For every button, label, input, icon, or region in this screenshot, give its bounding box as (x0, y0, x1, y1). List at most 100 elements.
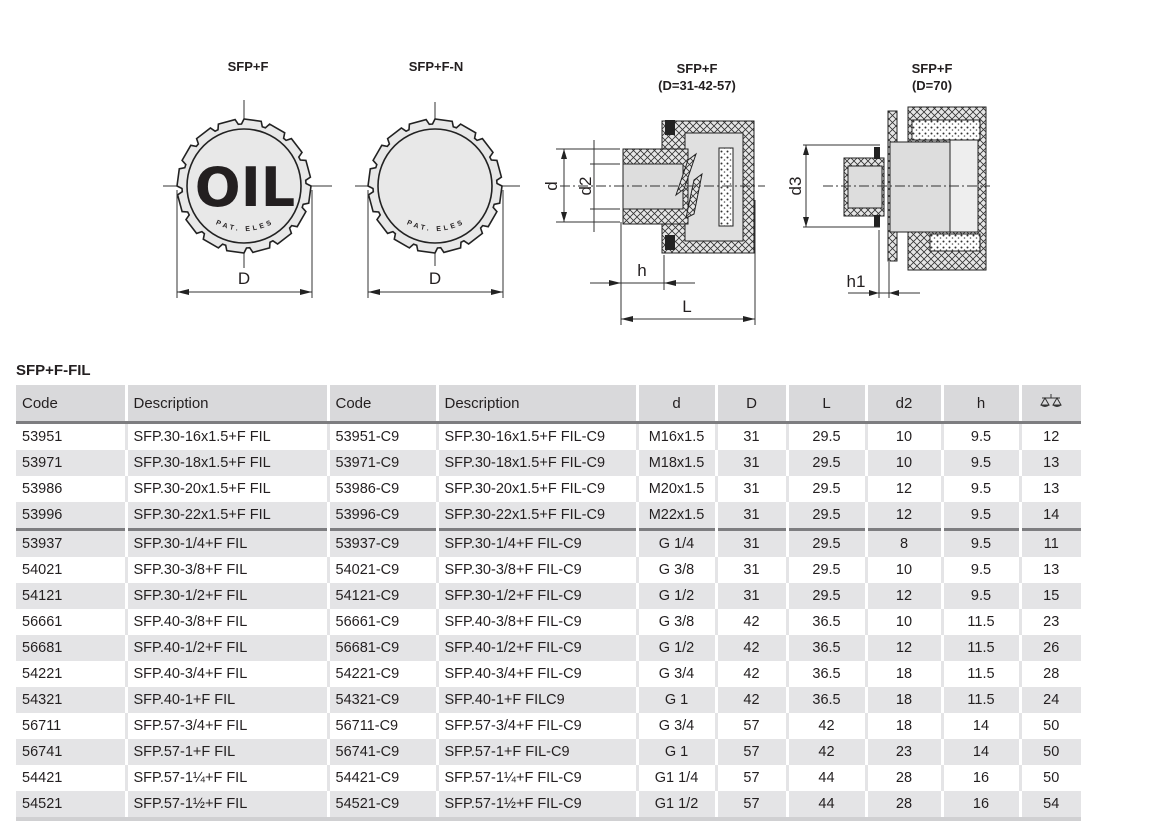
knob-face (377, 128, 493, 244)
table-cell: G 1/2 (637, 583, 718, 609)
table-cell: 31 (716, 557, 789, 583)
table-cell: 56711 (16, 713, 128, 739)
table-cell: 13 (1020, 557, 1081, 583)
table-cell: 10 (866, 450, 944, 476)
table-cell: 54 (1020, 791, 1081, 821)
table-cell: M20x1.5 (637, 476, 718, 502)
column-header: d2 (866, 385, 944, 424)
table-cell: 9.5 (942, 502, 1022, 530)
table-cell: SFP.30-16x1.5+F FIL (126, 422, 330, 450)
table-cell: 12 (866, 583, 944, 609)
table-cell: 56741 (16, 739, 128, 765)
table-cell: 10 (866, 557, 944, 583)
knob1-title: SFP+F (228, 59, 269, 74)
table-cell: 56681-C9 (328, 635, 439, 661)
table-cell: 42 (787, 713, 868, 739)
table-cell: G 3/4 (637, 661, 718, 687)
table-cell: SFP.57-1½+F FIL (126, 791, 330, 821)
table-cell: SFP.57-1¼+F FIL (126, 765, 330, 791)
table-cell: 14 (942, 713, 1022, 739)
table-cell: SFP.57-3/4+F FIL (126, 713, 330, 739)
table-cell: 11 (1020, 528, 1081, 557)
table-cell: 29.5 (787, 557, 868, 583)
table-cell: 14 (1020, 502, 1081, 530)
table-cell: SFP.40-3/8+F FIL (126, 609, 330, 635)
table-cell: SFP.30-3/8+F FIL-C9 (437, 557, 639, 583)
table-cell: 54321 (16, 687, 128, 713)
table-cell: 12 (866, 635, 944, 661)
table-cell: 14 (942, 739, 1022, 765)
section2-title: SFP+F (912, 61, 953, 76)
table-cell: 29.5 (787, 502, 868, 530)
table-cell: 31 (716, 502, 789, 530)
table-cell: 9.5 (942, 450, 1022, 476)
table-cell: 44 (787, 765, 868, 791)
table-cell: SFP.30-18x1.5+F FIL-C9 (437, 450, 639, 476)
table-cell: 29.5 (787, 422, 868, 450)
table-cell: 9.5 (942, 583, 1022, 609)
table-cell: 42 (716, 609, 789, 635)
table-cell: 28 (866, 765, 944, 791)
table-cell: M16x1.5 (637, 422, 718, 450)
table-cell: 15 (1020, 583, 1081, 609)
table-cell: G 1/2 (637, 635, 718, 661)
table-cell: 28 (866, 791, 944, 821)
knob-face (186, 128, 302, 244)
table-cell: 29.5 (787, 583, 868, 609)
table-cell: 44 (787, 791, 868, 821)
column-header: Code (328, 385, 439, 424)
table-cell: SFP.40-1+F FIL (126, 687, 330, 713)
table-cell: 18 (866, 713, 944, 739)
table-cell: 11.5 (942, 661, 1022, 687)
table-cell: 36.5 (787, 661, 868, 687)
table-cell: 36.5 (787, 635, 868, 661)
table-cell: SFP.30-1/4+F FIL-C9 (437, 528, 639, 557)
column-header: Code (16, 385, 128, 424)
table-cell: 31 (716, 450, 789, 476)
column-header: D (716, 385, 789, 424)
table-cell: 53996-C9 (328, 502, 439, 530)
table-cell: 53986-C9 (328, 476, 439, 502)
table-cell: 13 (1020, 476, 1081, 502)
table-cell: 36.5 (787, 609, 868, 635)
table-cell: SFP.40-3/8+F FIL-C9 (437, 609, 639, 635)
table-cell: 57 (716, 739, 789, 765)
column-header: Description (437, 385, 639, 424)
table-cell: M22x1.5 (637, 502, 718, 530)
table-cell: 50 (1020, 739, 1081, 765)
table-cell: 54021-C9 (328, 557, 439, 583)
table-cell: SFP.30-22x1.5+F FIL (126, 502, 330, 530)
table-cell: G 1/4 (637, 528, 718, 557)
table-cell: SFP.57-1½+F FIL-C9 (437, 791, 639, 821)
table-cell: 53996 (16, 502, 128, 530)
table-cell: SFP.30-20x1.5+F FIL (126, 476, 330, 502)
table-cell: G 3/8 (637, 609, 718, 635)
table-cell: 26 (1020, 635, 1081, 661)
dim-L-label: L (682, 297, 691, 316)
table-cell: 23 (1020, 609, 1081, 635)
table-cell: 29.5 (787, 476, 868, 502)
table-cell: G1 1/4 (637, 765, 718, 791)
table-cell: 12 (866, 502, 944, 530)
table-cell: SFP.40-3/4+F FIL-C9 (437, 661, 639, 687)
table-cell: 10 (866, 422, 944, 450)
table-cell: SFP.30-1/2+F FIL (126, 583, 330, 609)
table-cell: 54121-C9 (328, 583, 439, 609)
table-cell: 31 (716, 476, 789, 502)
table-cell: 53951 (16, 422, 128, 450)
section1-subtitle: (D=31-42-57) (658, 78, 736, 93)
table-cell: 8 (866, 528, 944, 557)
table-cell: 57 (716, 713, 789, 739)
table-cell: G 1 (637, 687, 718, 713)
